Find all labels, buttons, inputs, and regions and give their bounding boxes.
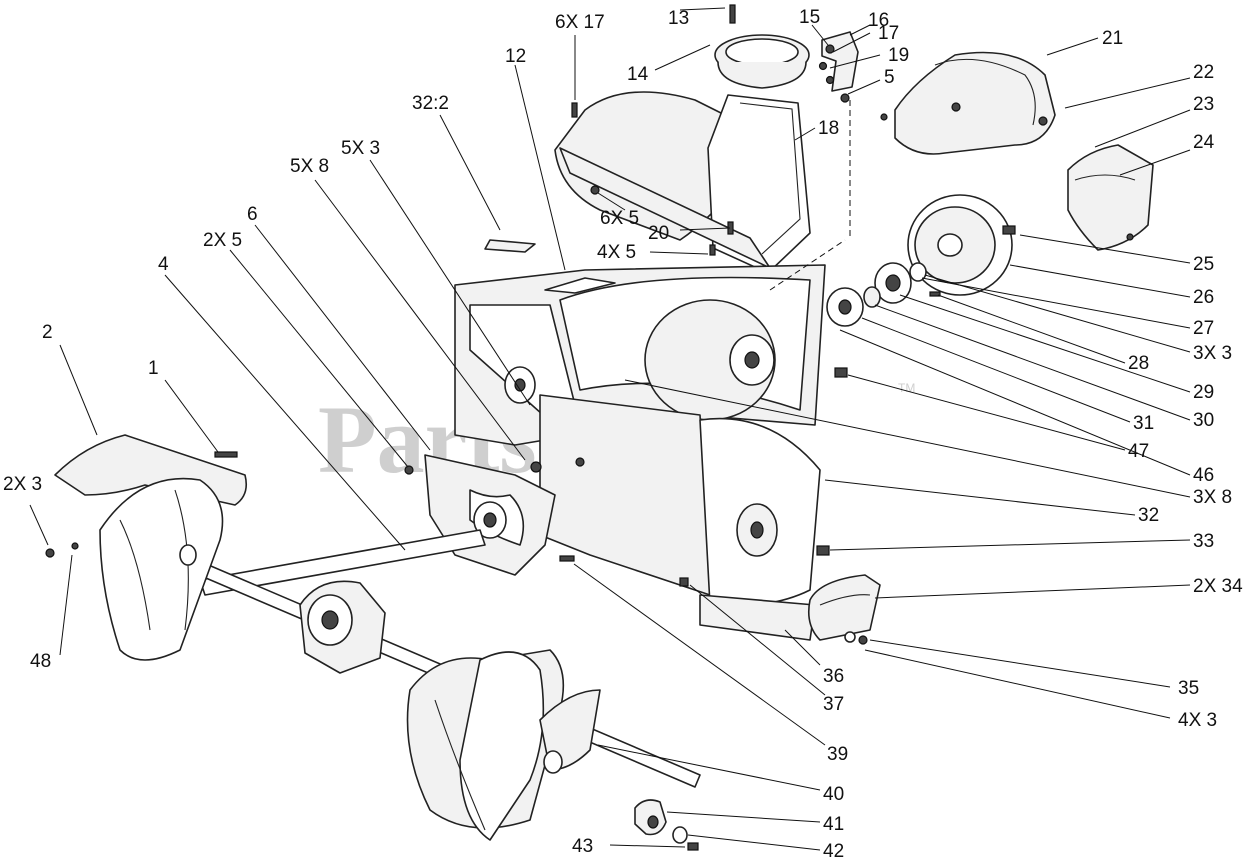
callout-48: 48 <box>30 651 51 672</box>
callout-32-2: 32:2 <box>412 93 449 114</box>
callout-47: 47 <box>1128 441 1149 462</box>
callout-15: 15 <box>799 7 820 28</box>
callout-32: 32 <box>1138 505 1159 526</box>
callout-5: 5 <box>884 67 895 88</box>
callout-30: 30 <box>1193 410 1214 431</box>
callout-28: 28 <box>1128 353 1149 374</box>
callout-3x8: 3X 8 <box>1193 487 1232 508</box>
callout-12: 12 <box>505 46 526 67</box>
callout-labels: 13 6X 17 15 16 17 19 5 14 12 18 21 22 23… <box>3 7 1243 862</box>
callout-3x3: 3X 3 <box>1193 343 1232 364</box>
callout-6x5: 6X 5 <box>600 208 639 229</box>
callout-40: 40 <box>823 784 844 805</box>
callout-4x3: 4X 3 <box>1178 710 1217 731</box>
callout-4x5: 4X 5 <box>597 242 636 263</box>
callout-2x3: 2X 3 <box>3 474 42 495</box>
callout-33: 33 <box>1193 531 1214 552</box>
callout-25: 25 <box>1193 254 1214 275</box>
callout-26: 26 <box>1193 287 1214 308</box>
callout-21: 21 <box>1102 28 1123 49</box>
part-pulley <box>907 194 1016 296</box>
callout-2x34: 2X 34 <box>1193 576 1243 597</box>
callout-27: 27 <box>1193 318 1214 339</box>
callout-37: 37 <box>823 694 844 715</box>
callout-6x17: 6X 17 <box>555 12 605 33</box>
callout-18: 18 <box>818 118 839 139</box>
leader-lines <box>29 7 1191 851</box>
part-side-cover <box>1067 144 1154 251</box>
part-gearbox <box>299 580 386 674</box>
callout-46: 46 <box>1193 465 1214 486</box>
part-chute <box>554 91 811 274</box>
callout-2: 2 <box>42 322 53 343</box>
callout-16: 16 <box>868 10 889 31</box>
callout-20: 20 <box>648 223 669 244</box>
callout-1: 1 <box>148 358 159 379</box>
callout-42: 42 <box>823 841 844 862</box>
callout-4: 4 <box>158 254 169 275</box>
callout-5x3: 5X 3 <box>341 138 380 159</box>
part-housing-bolts <box>404 367 848 587</box>
callout-41: 41 <box>823 814 844 835</box>
callout-24: 24 <box>1193 132 1215 153</box>
callout-5x8: 5X 8 <box>290 156 329 177</box>
callout-31: 31 <box>1133 413 1154 434</box>
callout-23: 23 <box>1193 94 1214 115</box>
callout-29: 29 <box>1193 382 1214 403</box>
part-auger-left <box>45 434 248 661</box>
callout-36: 36 <box>823 666 844 687</box>
callout-39: 39 <box>827 744 848 765</box>
watermark-trademark: TM <box>898 381 915 395</box>
callout-19: 19 <box>888 45 909 66</box>
callout-43: 43 <box>572 836 593 857</box>
callout-6: 6 <box>247 204 258 225</box>
callout-14: 14 <box>627 64 649 85</box>
part-auger-housing <box>454 239 826 607</box>
callout-17: 17 <box>878 23 899 44</box>
callout-2x5: 2X 5 <box>203 230 242 251</box>
callout-35: 35 <box>1178 678 1199 699</box>
part-auger-bearing <box>634 799 699 851</box>
part-skid-shoe <box>807 574 881 645</box>
part-auger-right <box>406 649 601 841</box>
part-belt-cover <box>880 51 1056 155</box>
callout-22: 22 <box>1193 62 1214 83</box>
part-chute-ring <box>714 34 810 89</box>
part-bracket <box>818 31 859 92</box>
callout-13: 13 <box>668 8 689 29</box>
part-bearing-stack <box>826 262 941 327</box>
part-scraper-bar <box>699 594 816 641</box>
